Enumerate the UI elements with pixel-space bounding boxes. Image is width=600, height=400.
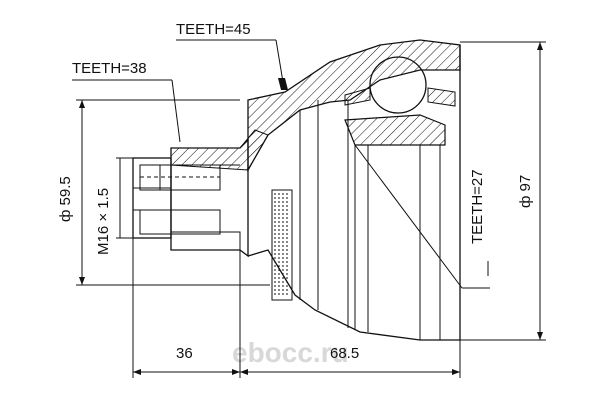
dim-teeth-inner: TEETH=27 — <box>354 144 496 289</box>
thread-label: M16 × 1.5 <box>95 188 112 255</box>
dim-dia-bell: ф 97 <box>460 41 546 341</box>
dim-thread: M16 × 1.5 <box>95 157 133 255</box>
teeth-outer-label: TEETH=45 <box>176 21 251 38</box>
len-shaft-label: 36 <box>176 345 193 362</box>
len-bell-label: 68.5 <box>330 345 359 362</box>
dim-length: 36 68.5 <box>132 238 461 378</box>
abs-ring <box>271 189 293 301</box>
housing-section <box>170 39 461 173</box>
dim-teeth-outer: TEETH=45 <box>176 21 288 90</box>
dim-dia-shaft: ф 59.5 <box>57 99 270 286</box>
watermark-text: ebocc.ru <box>232 337 349 368</box>
ball-element <box>369 56 427 114</box>
dia-shaft-label: ф 59.5 <box>57 176 74 222</box>
dia-bell-label: ф 97 <box>517 175 534 208</box>
teeth-inner-label: TEETH=27 <box>469 169 486 244</box>
teeth-shaft-label: TEETH=38 <box>72 60 147 77</box>
dim-teeth-shaft: TEETH=38 <box>72 60 181 143</box>
dash-mark: — <box>479 261 496 276</box>
